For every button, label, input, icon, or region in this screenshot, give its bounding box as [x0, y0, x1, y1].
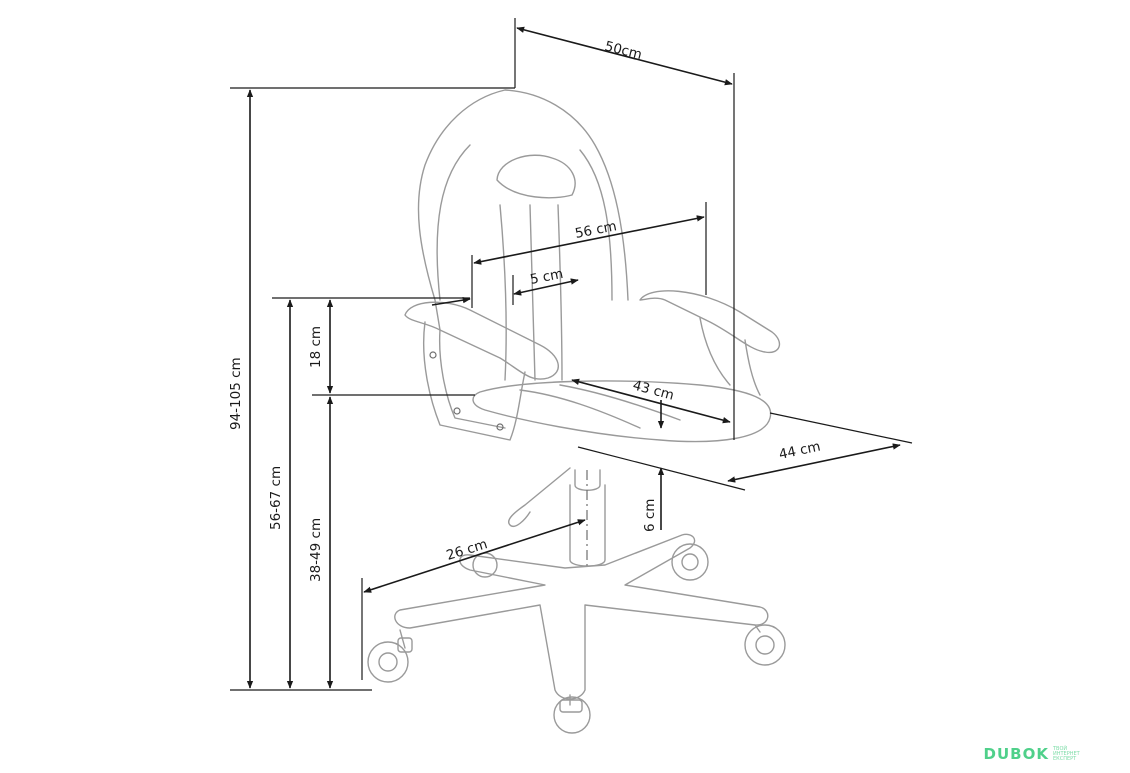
caster-left-front: [367, 629, 413, 683]
armrest-left-support: [422, 321, 526, 441]
label-base-radius: 26 cm: [444, 536, 489, 564]
backrest-inner-right: [579, 149, 613, 301]
armrest-right-support: [699, 317, 761, 396]
tilt-lever: [508, 467, 571, 527]
backrest-center: [529, 204, 536, 381]
dim-line-armrest-width: [513, 278, 579, 296]
caster-front: [553, 694, 591, 734]
dim-line-chair-depth: [727, 443, 901, 483]
label-armrest-width: 5 cm: [529, 266, 565, 288]
armrest-left-support-inner: [438, 329, 506, 429]
armrest-left-screw-1: [429, 351, 437, 359]
label-seat-thickness: 6 cm: [642, 499, 658, 532]
label-seat-width: 56 cm: [574, 218, 618, 242]
armrest-right: [639, 290, 781, 354]
label-armrest-floor-height: 56-67 cm: [268, 466, 284, 530]
watermark-tagline: ТВОЙ ИНТЕРНЕТ ЕКСПЕРТ: [1053, 745, 1080, 762]
label-seat-depth: 43 cm: [631, 377, 676, 403]
chair-outline: [367, 89, 786, 734]
backrest-stripe-left: [499, 204, 507, 381]
dim-line-back-width: [516, 26, 733, 86]
backrest-stripe-right: [557, 204, 563, 381]
caster-back-right: [671, 543, 709, 581]
headrest-pad: [496, 154, 576, 199]
dim-line-armrest-width-left: [431, 296, 471, 306]
label-seat-height: 38-49 cm: [308, 518, 324, 582]
label-total-height: 94-105 cm: [228, 357, 244, 430]
armrest-left-screw-3: [496, 423, 504, 431]
label-chair-depth: 44 cm: [778, 439, 822, 463]
backrest-inner-left: [436, 144, 471, 301]
dim-line-seat-width: [473, 215, 705, 265]
caster-right: [744, 624, 786, 666]
label-armrest-height: 18 cm: [308, 326, 324, 368]
dim-line-base-radius: [363, 519, 586, 593]
watermark-logo: DUBOK ТВОЙ ИНТЕРНЕТ ЕКСПЕРТ: [984, 745, 1083, 763]
armrest-left-screw-2: [453, 407, 461, 415]
label-back-width: 50cm: [603, 38, 644, 63]
dimension-labels: 50cm 56 cm 5 cm 43 cm 44 cm 6 cm 26 cm 9…: [228, 38, 822, 582]
watermark-name: DUBOK: [983, 745, 1049, 763]
backrest-outline: [417, 89, 629, 331]
dimension-lines: [230, 18, 913, 691]
dim-line-seat-depth: [571, 378, 731, 424]
